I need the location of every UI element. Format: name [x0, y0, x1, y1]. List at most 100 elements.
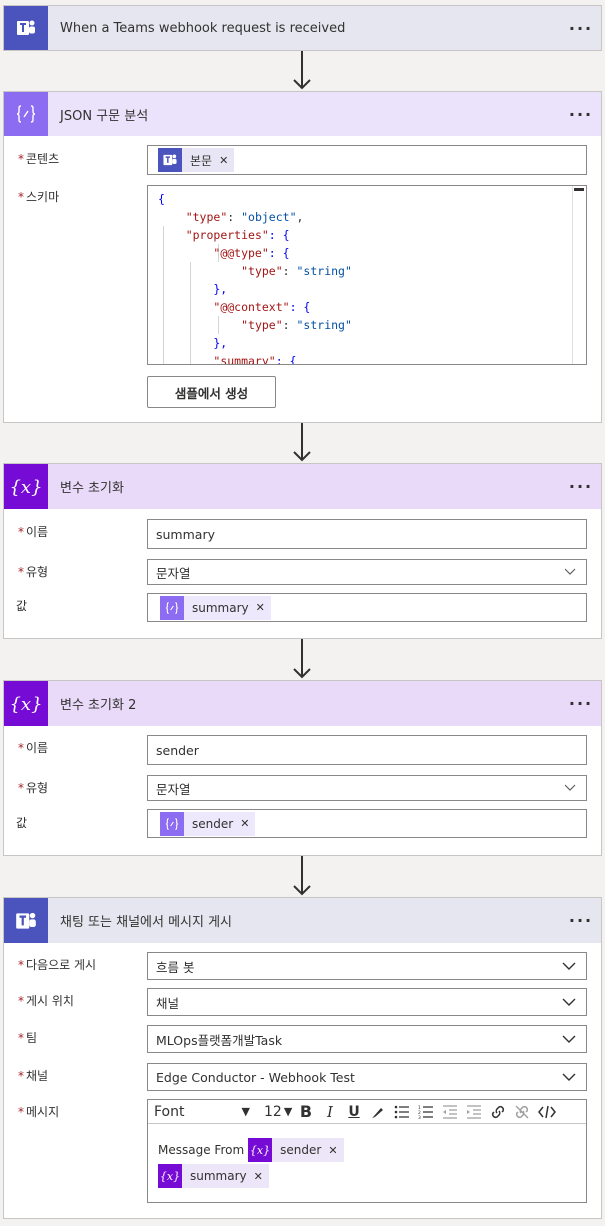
schema-line: "summary": { [213, 354, 297, 365]
post-as-select[interactable]: 흐름 봇 [147, 952, 587, 980]
value-field[interactable]: sender ✕ [147, 809, 587, 838]
trigger-card[interactable]: When a Teams webhook request is received… [3, 5, 602, 51]
type-label: *유형 [18, 565, 49, 579]
unlink-icon[interactable] [510, 1100, 534, 1124]
schema-scrollbar[interactable] [572, 186, 586, 364]
json-parse-header[interactable]: JSON 구문 분석 ··· [4, 92, 601, 136]
init-variable-more-button[interactable]: ··· [568, 477, 594, 496]
underline-icon[interactable]: U [348, 1103, 360, 1120]
link-icon[interactable] [486, 1100, 510, 1124]
content-field[interactable]: 본문 ✕ [147, 145, 587, 175]
type-label: *유형 [18, 781, 49, 795]
bulleted-list-icon[interactable] [390, 1100, 414, 1124]
schema-label: *스키마 [18, 190, 60, 204]
decrease-indent-icon[interactable] [438, 1100, 462, 1124]
message-body[interactable]: Message From {x} sender ✕ {x} summary ✕ [158, 1138, 344, 1190]
highlight-pen-icon[interactable] [366, 1100, 390, 1124]
message-token-sender[interactable]: {x} sender ✕ [248, 1138, 344, 1162]
code-view-icon[interactable] [534, 1100, 560, 1124]
value-field[interactable]: summary ✕ [147, 593, 587, 622]
svg-text:{x}: {x} [10, 694, 42, 715]
type-select[interactable]: 문자열 [147, 559, 587, 585]
value-label: 값 [16, 816, 28, 830]
variable-icon: {x} [4, 464, 48, 509]
chevron-down-icon [564, 784, 576, 791]
variable-token-icon: {x} [158, 1164, 182, 1188]
message-token-summary[interactable]: {x} summary ✕ [158, 1164, 269, 1188]
json-token-icon [160, 595, 184, 620]
teams-token-icon [158, 148, 182, 172]
trigger-header[interactable]: When a Teams webhook request is received… [4, 6, 601, 50]
schema-code: { "type": "object", "properties": { "@@t… [158, 190, 352, 365]
post-message-header[interactable]: 채팅 또는 채널에서 메시지 게시 ··· [4, 898, 601, 943]
post-message-card[interactable]: 채팅 또는 채널에서 메시지 게시 ··· *다음으로 게시 흐름 봇 *게시 … [3, 897, 602, 1219]
chevron-down-icon [562, 1035, 576, 1043]
remove-token-icon[interactable]: ✕ [253, 1169, 263, 1183]
schema-line: "type": "object", [185, 210, 304, 224]
init-variable-title: 변수 초기화 [60, 481, 124, 496]
type-select[interactable]: 문자열 [147, 775, 587, 801]
svg-text:2: 2 [418, 1110, 421, 1116]
name-input[interactable]: summary [147, 519, 587, 549]
post-message-more-button[interactable]: ··· [568, 911, 594, 930]
schema-line: }, [158, 282, 228, 296]
increase-indent-icon[interactable] [462, 1100, 486, 1124]
flow-arrow-icon [293, 51, 311, 90]
value-token[interactable]: sender ✕ [160, 811, 256, 836]
svg-text:{x}: {x} [10, 477, 42, 498]
remove-token-icon[interactable]: ✕ [328, 1143, 338, 1157]
init-variable-2-card[interactable]: {x} 변수 초기화 2 ··· *이름 sender *유형 문자열 값 se… [3, 680, 602, 856]
init-variable-header[interactable]: {x} 변수 초기화 ··· [4, 464, 601, 509]
chevron-down-icon [562, 1073, 576, 1081]
remove-token-icon[interactable]: ✕ [219, 153, 229, 167]
post-message-title: 채팅 또는 채널에서 메시지 게시 [60, 915, 233, 930]
flow-arrow-icon [293, 639, 311, 679]
init-variable-2-more-button[interactable]: ··· [568, 694, 594, 713]
schema-line: }, [158, 336, 228, 350]
post-in-label: *게시 위치 [18, 994, 74, 1008]
content-token[interactable]: 본문 ✕ [158, 148, 235, 172]
schema-editor[interactable]: { "type": "object", "properties": { "@@t… [147, 185, 587, 365]
variable-icon: {x} [4, 681, 48, 726]
italic-icon[interactable]: I [327, 1102, 333, 1121]
svg-text:{x}: {x} [160, 1170, 180, 1183]
flow-arrow-icon [293, 856, 311, 896]
content-label: *콘텐츠 [18, 152, 60, 166]
post-in-select[interactable]: 채널 [147, 988, 587, 1016]
channel-select[interactable]: Edge Conductor - Webhook Test [147, 1063, 587, 1091]
team-select[interactable]: MLOps플랫폼개발Task [147, 1025, 587, 1053]
value-token[interactable]: summary ✕ [160, 595, 271, 620]
caret-down-icon: ▼ [241, 1105, 250, 1118]
svg-text:3: 3 [418, 1115, 421, 1119]
schema-line: "type": "string" [241, 318, 352, 332]
trigger-more-button[interactable]: ··· [568, 18, 594, 38]
chevron-down-icon [562, 998, 576, 1006]
json-parse-card[interactable]: JSON 구문 분석 ··· *콘텐츠 본문 ✕ *스키마 { "type": … [3, 91, 602, 423]
post-as-label: *다음으로 게시 [18, 958, 97, 972]
json-braces-icon [4, 92, 48, 136]
remove-token-icon[interactable]: ✕ [255, 601, 265, 614]
schema-line: "type": "string" [241, 264, 352, 278]
variable-token-icon: {x} [248, 1138, 273, 1162]
channel-label: *채널 [18, 1069, 49, 1083]
chevron-down-icon [562, 962, 576, 970]
init-variable-2-header[interactable]: {x} 변수 초기화 2 ··· [4, 681, 601, 726]
font-family-select[interactable]: Font ▼ [154, 1103, 250, 1120]
generate-from-sample-button[interactable]: 샘플에서 생성 [147, 376, 276, 408]
remove-token-icon[interactable]: ✕ [240, 817, 250, 830]
trigger-title: When a Teams webhook request is received [60, 20, 346, 36]
json-parse-more-button[interactable]: ··· [568, 104, 594, 124]
font-size-select[interactable]: 12 ▼ [264, 1103, 293, 1120]
json-parse-title: JSON 구문 분석 [60, 108, 149, 124]
value-label: 값 [16, 599, 28, 613]
message-prefix-text: Message From [158, 1143, 245, 1157]
bold-icon[interactable]: B [299, 1102, 313, 1121]
svg-text:1: 1 [418, 1105, 421, 1111]
message-label: *메시지 [18, 1105, 60, 1119]
init-variable-card[interactable]: {x} 변수 초기화 ··· *이름 summary *유형 문자열 값 sum… [3, 463, 602, 639]
name-input[interactable]: sender [147, 735, 587, 765]
json-token-icon [160, 811, 184, 836]
